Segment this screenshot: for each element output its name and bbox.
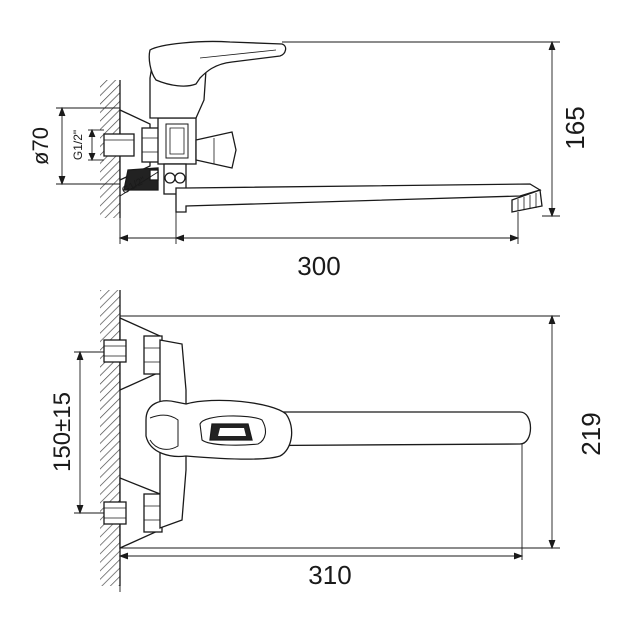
height-165-label: 165 [560,106,590,149]
side-nut [141,127,161,163]
side-pipe-nipple [103,133,135,157]
top-view [74,290,560,592]
top-height-dimension [120,314,560,550]
top-lower-nut [143,493,163,533]
top-length-dimension [118,444,524,592]
side-body [157,117,197,165]
height-219-label: 219 [576,412,606,455]
top-upper-nut [143,335,163,375]
side-aerator [511,189,543,213]
side-diverter [195,131,237,169]
side-length-dimension [118,212,520,244]
length-310-label: 310 [308,560,351,590]
top-wall-hatch [100,290,120,586]
thread-label-vertical: G1/2" [71,130,85,160]
side-lever [148,40,287,87]
length-300-label: 300 [297,251,340,281]
center-distance-dimension [74,350,104,515]
center-distance-label: 150±15 [49,392,76,472]
side-thread-dimension [88,128,104,162]
side-view [56,40,560,244]
side-flange-dimension [56,106,120,186]
side-height-dimension [282,40,560,218]
flange-diameter-label: ø70 [28,127,53,165]
side-spout [175,183,542,213]
